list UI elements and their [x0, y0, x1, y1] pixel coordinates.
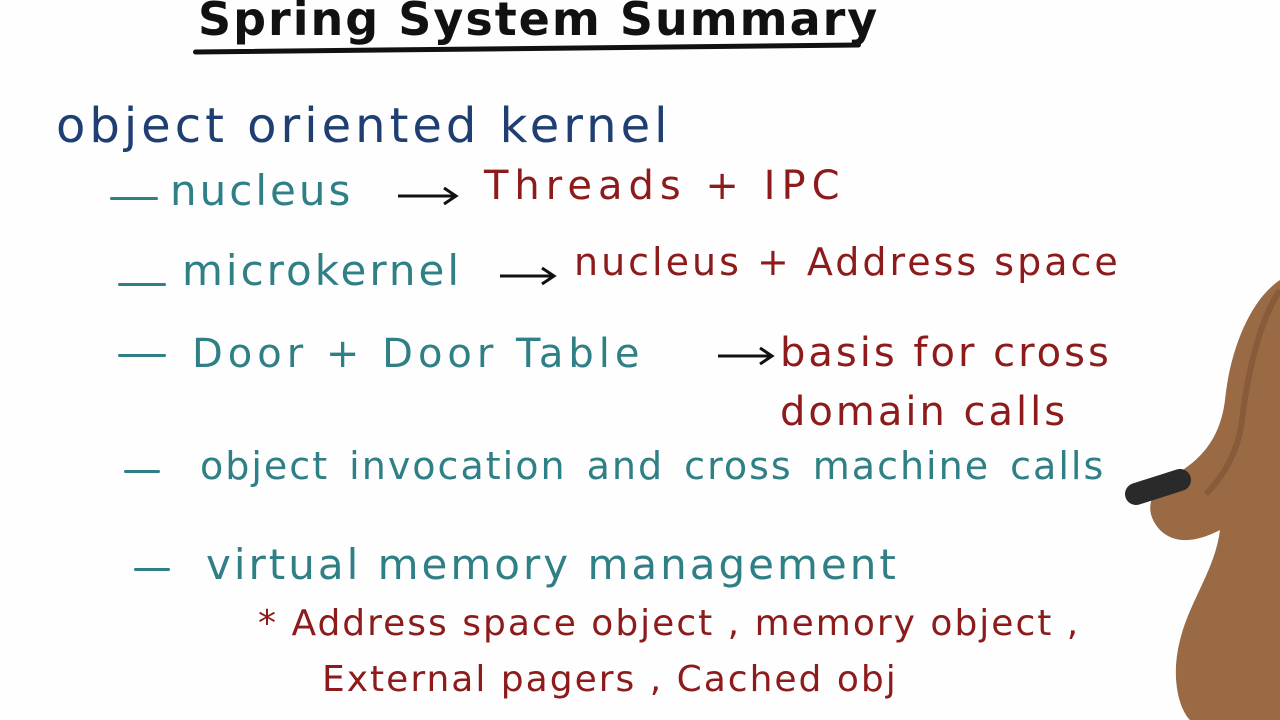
item-label-object-invocation: object invocation and cross machine call… [200, 444, 1106, 488]
hand-with-marker [1120, 280, 1280, 720]
arrow-icon [396, 184, 462, 208]
item-definition-door-line2: domain calls [780, 389, 1069, 435]
slide-title: Spring System Summary [198, 0, 880, 46]
subnote-line1: * Address space object , memory object , [258, 603, 1081, 644]
item-definition-door-line1: basis for cross [780, 330, 1112, 376]
bullet-dash [118, 354, 166, 357]
item-label-door: Door + Door Table [192, 331, 645, 377]
subnote-line2: External pagers , Cached obj [322, 659, 898, 700]
arrow-icon [498, 264, 560, 288]
item-label-microkernel: microkernel [182, 246, 463, 295]
item-label-nucleus: nucleus [170, 166, 354, 215]
bullet-dash [134, 568, 170, 571]
bullet-dash [118, 283, 166, 286]
bullet-dash [110, 197, 158, 200]
bullet-dash [124, 470, 160, 473]
item-definition-nucleus: Threads + IPC [484, 163, 846, 209]
arrow-icon [716, 344, 778, 368]
item-label-virtual-memory: virtual memory management [206, 540, 899, 589]
item-definition-microkernel: nucleus + Address space [574, 240, 1121, 284]
section-heading: object oriented kernel [56, 98, 672, 154]
